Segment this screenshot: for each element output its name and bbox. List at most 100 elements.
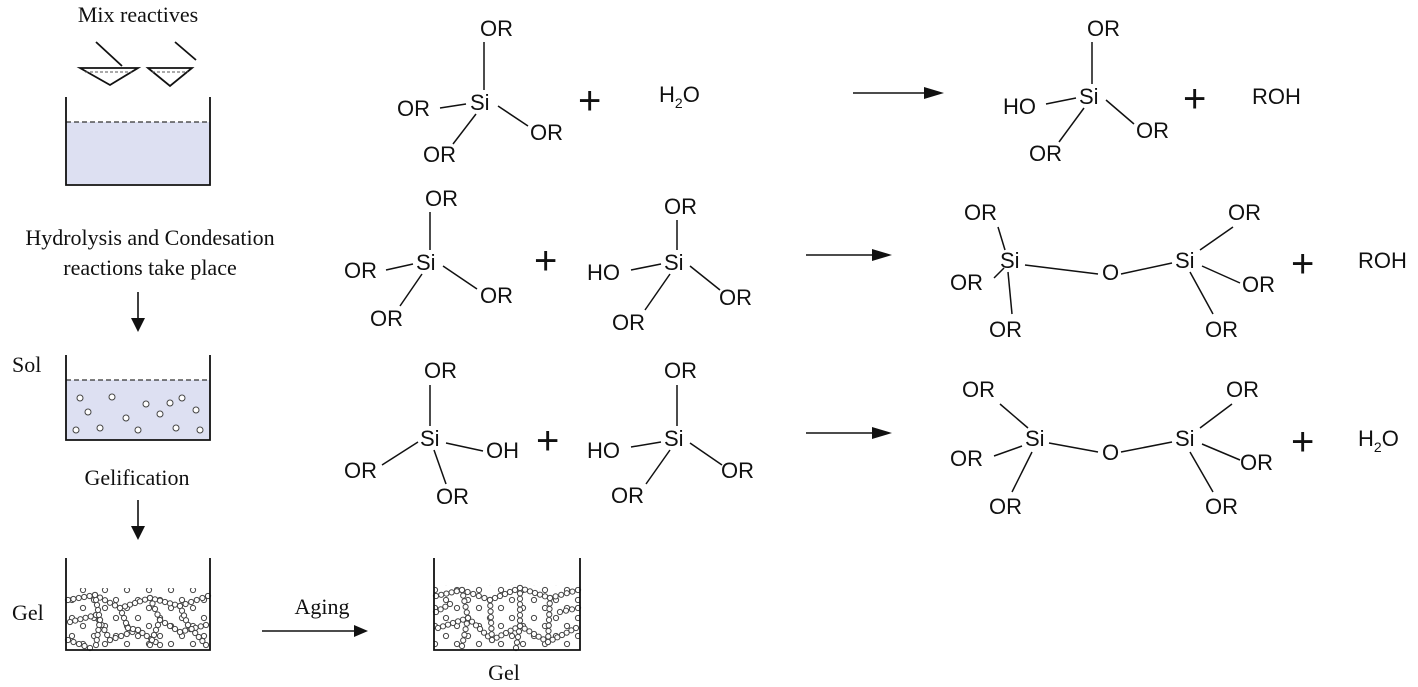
gel-bead	[129, 625, 137, 633]
aged-gel-bead	[536, 591, 544, 598]
plus-sign: +	[1291, 420, 1314, 464]
gel-bead	[106, 636, 114, 644]
gel-bead	[118, 632, 125, 640]
gel-bead	[93, 636, 100, 644]
sol-particle	[192, 406, 200, 414]
gel-bead	[104, 631, 111, 639]
gel-bead	[188, 625, 195, 633]
gel-bead	[91, 591, 99, 599]
gel-bead	[124, 624, 132, 632]
aged-gel-bead	[463, 609, 470, 616]
reaction-2: Si OR OR OR OR + Si OR HO OR OR Si	[344, 186, 1407, 342]
aged-gel-bead	[544, 638, 552, 646]
group-or: OR	[719, 285, 752, 310]
plus-sign: +	[536, 419, 559, 463]
gel-bead	[146, 594, 154, 602]
aged-gel-bead	[549, 636, 556, 643]
gel-bead	[75, 594, 82, 602]
aged-gel-bead	[442, 603, 449, 610]
sol-particle	[134, 426, 142, 434]
aged-gel-bead	[563, 590, 570, 597]
down-arrow-1	[131, 292, 145, 332]
aged-gel-bead	[502, 629, 510, 637]
atom-si: Si	[416, 250, 436, 275]
gel-label: Gel	[12, 600, 44, 625]
gel-bead	[151, 605, 159, 613]
aged-gel-bead	[516, 612, 524, 619]
gel-bead	[154, 611, 161, 618]
gel-bead	[82, 614, 89, 621]
aged-gel-bead	[454, 618, 462, 625]
aged-gel-bead	[493, 634, 500, 641]
group-or: OR	[480, 283, 513, 308]
gel-bead	[139, 629, 146, 637]
aged-gel-bead	[470, 590, 477, 598]
aged-gel-bead	[453, 588, 460, 595]
aged-gel-bead	[460, 592, 467, 599]
aged-gel-bead	[496, 592, 504, 600]
gel-bead	[118, 609, 126, 617]
reactant-3a-silanol: Si OR OR OH OR	[344, 358, 519, 509]
gel-bead	[77, 616, 84, 623]
step-mix-label: Mix reactives	[78, 2, 198, 27]
aged-gel-bead	[526, 588, 534, 595]
gel-bead	[112, 634, 119, 642]
aged-gel-bead	[540, 636, 547, 643]
gel-bead	[66, 618, 74, 626]
gel-bead	[94, 606, 102, 614]
aged-gel-bead	[443, 590, 450, 597]
gel-bead	[81, 593, 88, 601]
aged-gel-bead	[475, 592, 482, 600]
water-molecule: H2O	[1358, 426, 1399, 455]
aged-gel-bead	[462, 603, 469, 610]
atom-si: Si	[664, 426, 684, 451]
atom-si: Si	[470, 90, 490, 115]
gel-bead	[93, 601, 101, 609]
aged-gel-bead	[516, 622, 524, 630]
group-or: OR	[1029, 141, 1062, 166]
aged-gel-bead	[488, 619, 495, 626]
aged-gel-bead	[491, 594, 499, 602]
aged-gel-bead	[460, 637, 467, 644]
aged-gel-bead	[449, 619, 457, 627]
aged-gel-bead	[516, 595, 524, 602]
alcohol-roh: ROH	[1252, 84, 1301, 109]
aged-gel-bead	[545, 627, 552, 635]
group-or: OR	[964, 200, 997, 225]
group-or: OR	[1136, 118, 1169, 143]
aged-gel-bead	[486, 596, 494, 604]
aged-gel-bead	[446, 600, 454, 608]
aged-gel-bead	[521, 625, 528, 632]
aged-gel-bead	[501, 590, 509, 598]
gel-bead	[184, 621, 192, 629]
atom-si: Si	[1025, 426, 1045, 451]
plus-sign: +	[578, 79, 601, 123]
gel-bead	[182, 600, 189, 608]
group-ho: HO	[1003, 94, 1036, 119]
aged-gel-bead	[462, 626, 469, 633]
gel-bead	[70, 638, 77, 646]
aged-gel-bead	[545, 616, 553, 624]
reaction-1: Si OR OR OR OR + H2O Si OR HO OR OR +	[397, 16, 1301, 167]
group-or: OR	[721, 458, 754, 483]
sol-particle	[72, 426, 80, 434]
aged-gel-bead	[546, 600, 553, 607]
aged-gel-bead	[448, 589, 455, 596]
aged-gel-bead	[488, 625, 495, 632]
gel-bead	[197, 623, 204, 630]
gel-bead	[199, 637, 206, 645]
gel-bead	[122, 619, 130, 627]
group-or: OR	[425, 186, 458, 211]
reaction-arrow	[853, 87, 944, 99]
aged-gel-bead	[481, 594, 488, 602]
gel-bead	[92, 596, 100, 604]
group-or: OR	[989, 317, 1022, 342]
group-or: OR	[1205, 494, 1238, 519]
aged-gel-bead	[515, 628, 523, 635]
group-or: OR	[397, 96, 430, 121]
gel-bead	[150, 631, 158, 639]
aged-gel-bead	[545, 633, 552, 640]
gel-bead	[134, 626, 142, 634]
group-or: OR	[344, 458, 377, 483]
gel-bead	[202, 621, 210, 629]
